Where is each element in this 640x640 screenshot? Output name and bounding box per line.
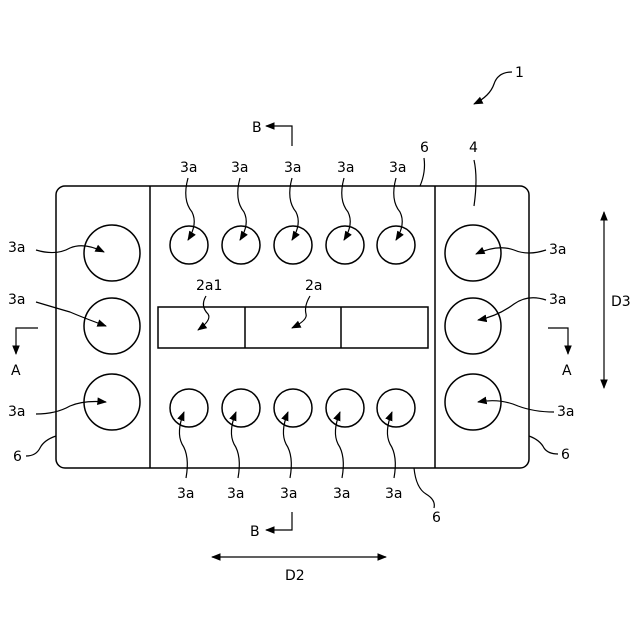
- bump-bottom-1: [170, 389, 208, 427]
- bump-left-2: [84, 298, 140, 354]
- label-frame: 4: [469, 140, 478, 156]
- section-a-right-line: [548, 328, 568, 354]
- label-direction-d3: D3: [611, 294, 631, 310]
- leader-bump-top-1: [186, 178, 195, 240]
- label-section-b-top: B: [252, 120, 262, 136]
- label-bump-bottom-1: 3a: [177, 486, 195, 502]
- bump-top-1: [170, 226, 208, 264]
- label-bump-top-3: 3a: [284, 160, 302, 176]
- bump-top-5: [377, 226, 415, 264]
- bump-bottom-5: [377, 389, 415, 427]
- leader-sealing-right: [529, 436, 558, 454]
- leader-bump-top-4: [342, 178, 351, 240]
- bump-top-2: [222, 226, 260, 264]
- section-a-left-line: [16, 328, 38, 354]
- bump-left-1: [84, 225, 140, 281]
- label-direction-d2: D2: [285, 568, 305, 584]
- leader-bump-left-1: [36, 246, 104, 253]
- label-chip: 2a: [305, 278, 323, 294]
- label-bump-bottom-5: 3a: [385, 486, 403, 502]
- leader-bump-right-2: [478, 298, 546, 320]
- leader-bump-right-1: [476, 248, 546, 254]
- label-device: 1: [515, 65, 524, 81]
- section-b-top-line: [266, 126, 292, 146]
- label-bump-bottom-2: 3a: [227, 486, 245, 502]
- leader-frame: [474, 160, 476, 206]
- label-bump-bottom-3: 3a: [280, 486, 298, 502]
- label-bump-top-2: 3a: [231, 160, 249, 176]
- bump-right-1: [445, 225, 501, 281]
- bump-top-3: [274, 226, 312, 264]
- label-chip-part: 2a1: [196, 278, 222, 294]
- leader-chip-part: [198, 296, 209, 330]
- label-bump-right-1: 3a: [549, 242, 567, 258]
- bump-right-2: [445, 298, 501, 354]
- bump-right-3: [445, 374, 501, 430]
- leader-sealing-left: [26, 436, 56, 456]
- leader-bump-right-3: [478, 401, 554, 412]
- label-section-a-right: A: [562, 363, 572, 379]
- label-bump-left-2: 3a: [8, 292, 26, 308]
- label-sealing-left: 6: [13, 449, 22, 465]
- leader-sealing-top: [420, 158, 425, 186]
- label-sealing-top: 6: [420, 140, 429, 156]
- leader-bump-top-3: [290, 178, 299, 240]
- label-bump-top-5: 3a: [389, 160, 407, 176]
- leader-sealing-bottom: [414, 468, 434, 508]
- label-bump-top-4: 3a: [337, 160, 355, 176]
- leader-bump-left-2: [36, 302, 106, 326]
- label-bump-top-1: 3a: [180, 160, 198, 176]
- label-section-a-left: A: [11, 363, 21, 379]
- bump-top-4: [326, 226, 364, 264]
- bump-bottom-3: [274, 389, 312, 427]
- label-section-b-bottom: B: [250, 524, 260, 540]
- bump-bottom-4: [326, 389, 364, 427]
- leader-bump-top-2: [238, 178, 247, 240]
- label-bump-right-2: 3a: [549, 292, 567, 308]
- label-bump-bottom-4: 3a: [333, 486, 351, 502]
- bump-bottom-2: [222, 389, 260, 427]
- label-sealing-bottom: 6: [432, 510, 441, 526]
- leader-bump-left-3: [36, 402, 106, 415]
- leader-device: [474, 72, 512, 104]
- label-bump-left-3: 3a: [8, 404, 26, 420]
- leader-bump-top-5: [394, 178, 403, 240]
- label-bump-right-3: 3a: [557, 404, 575, 420]
- label-bump-left-1: 3a: [8, 240, 26, 256]
- leader-chip: [292, 296, 310, 328]
- label-sealing-right: 6: [561, 447, 570, 463]
- section-b-bottom-line: [266, 512, 292, 530]
